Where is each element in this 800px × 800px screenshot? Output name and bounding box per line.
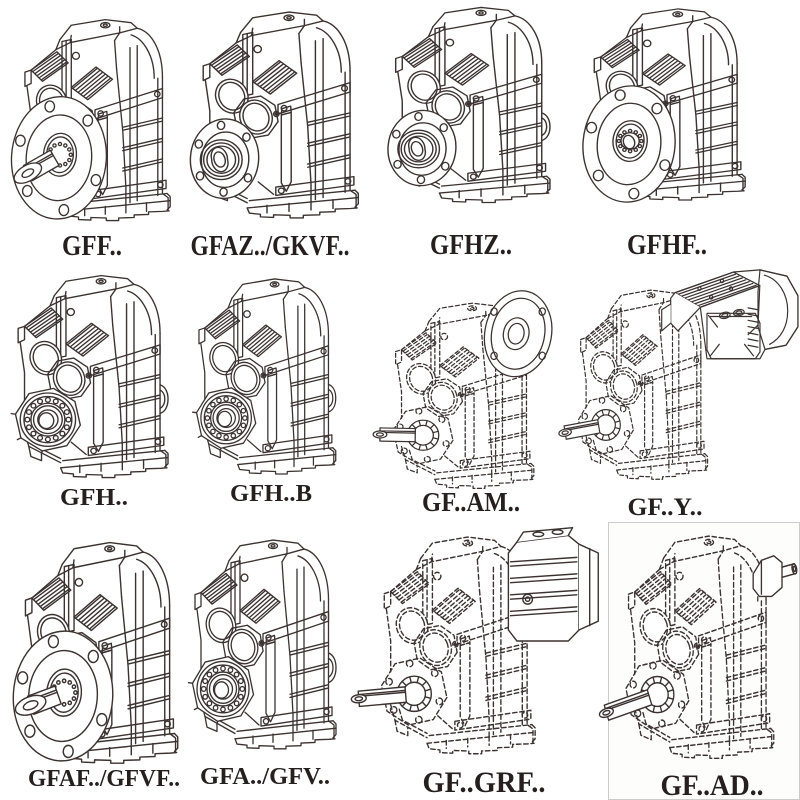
svg-text:GFA../GFV..: GFA../GFV.. <box>200 764 330 790</box>
svg-text:GFH..: GFH.. <box>60 485 128 511</box>
svg-text:GF..GRF..: GF..GRF.. <box>423 766 546 799</box>
svg-text:GFAZ../GKVF..: GFAZ../GKVF.. <box>191 231 350 262</box>
svg-text:GFHF..: GFHF.. <box>627 230 707 261</box>
svg-text:GFH..B: GFH..B <box>230 481 312 507</box>
svg-text:GFAF../GFVF..: GFAF../GFVF.. <box>28 766 180 792</box>
svg-text:GFF..: GFF.. <box>62 231 122 262</box>
svg-text:GFHZ..: GFHZ.. <box>430 230 512 261</box>
svg-text:GF..AD..: GF..AD.. <box>661 769 764 800</box>
svg-text:GF..Y..: GF..Y.. <box>628 494 703 521</box>
svg-text:GF..AM..: GF..AM.. <box>422 487 520 517</box>
